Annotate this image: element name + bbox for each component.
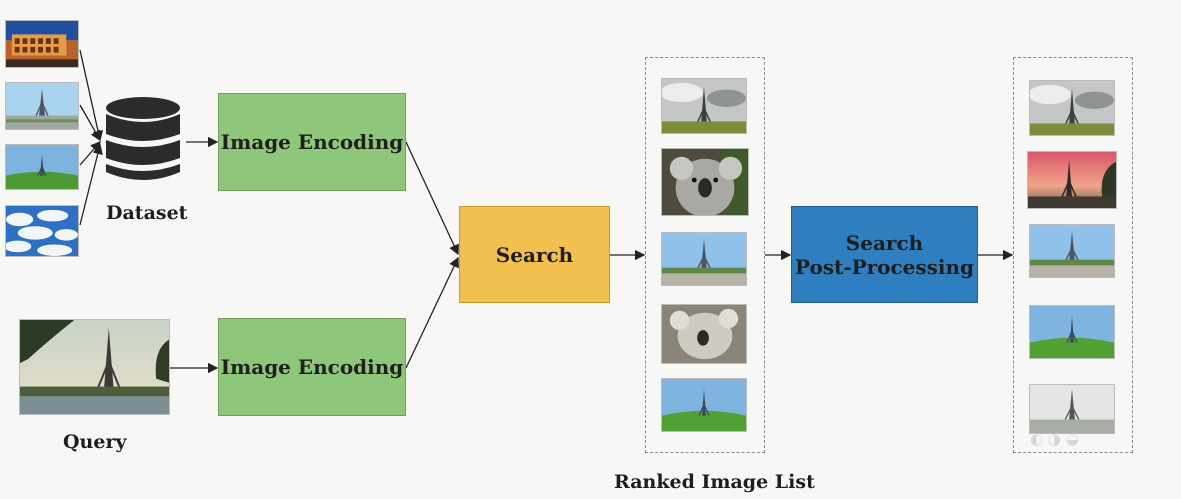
query-image [19, 319, 170, 415]
reranked-image-4-eiffel-field [1029, 305, 1115, 359]
reranked-image-3-eiffel [1029, 224, 1115, 278]
ranked-image-1-eiffel [661, 78, 747, 134]
reranked-image-2-eiffel-sunset [1027, 151, 1117, 209]
database-icon [106, 97, 180, 180]
arrow-dataset-img4 [79, 143, 103, 226]
image-encoding-label: Image Encoding [220, 355, 404, 379]
post-processing-label-line1: Search [845, 230, 924, 255]
image-encoding-box-query: Image Encoding [218, 318, 406, 416]
search-box: Search [459, 206, 610, 303]
ranked-image-list-frame [645, 57, 765, 453]
arrow-enc-top-to-search [405, 141, 459, 256]
dataset-image-eiffel [5, 82, 79, 130]
post-processing-label-line2: Post-Processing [794, 254, 975, 279]
arrow-dataset-img1 [79, 49, 104, 142]
ranked-image-4-koala [661, 304, 747, 364]
reranked-image-list-frame [1013, 57, 1133, 453]
dataset-image-eiffel-field [5, 144, 79, 190]
image-encoding-box-dataset: Image Encoding [218, 93, 406, 191]
query-label: Query [63, 431, 127, 453]
dataset-image-colosseum [5, 20, 79, 68]
image-encoding-label: Image Encoding [220, 130, 404, 154]
watermark-smudge: ◐ ◑ ◒ [1030, 430, 1079, 448]
reranked-image-1-eiffel [1029, 80, 1115, 136]
ranked-image-2-koala [661, 148, 749, 216]
ranked-image-3-eiffel [661, 232, 747, 286]
ranked-image-list-label: Ranked Image List [614, 471, 815, 493]
dataset-image-clouds [5, 205, 79, 257]
arrow-dataset-img3 [79, 141, 101, 166]
arrow-dataset-img2 [79, 104, 101, 142]
dataset-label: Dataset [106, 202, 188, 224]
search-label: Search [495, 242, 574, 267]
reranked-image-5-eiffel [1029, 384, 1115, 434]
search-post-processing-box: Search Post-Processing [791, 206, 978, 303]
ranked-image-5-eiffel-field [661, 378, 747, 432]
arrow-enc-bottom-to-search [405, 256, 459, 369]
